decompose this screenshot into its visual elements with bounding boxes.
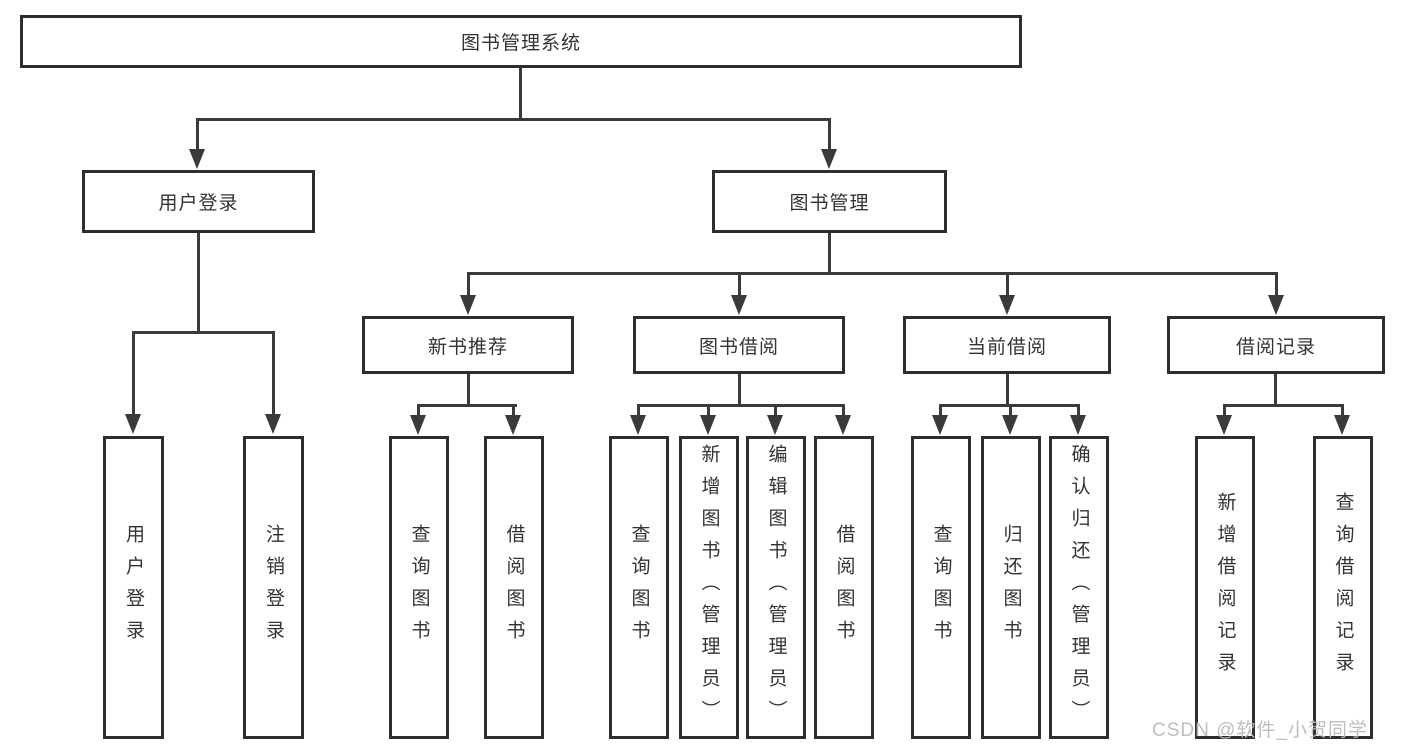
csdn-watermark: CSDN @软件_小贺同学 bbox=[1152, 720, 1368, 741]
edge-currentgrp-stub bbox=[1006, 374, 1009, 406]
leaf-query-books-3: 查询图书 bbox=[911, 436, 971, 739]
arrowhead-records bbox=[1268, 295, 1284, 315]
edge-userlogin-stub bbox=[197, 233, 200, 333]
node-user-login: 用户登录 bbox=[82, 170, 315, 233]
leaf-return-books: 归还图书 bbox=[981, 436, 1041, 739]
edge-borrowgrp-rail bbox=[637, 404, 845, 407]
arrowhead-query-record bbox=[1334, 415, 1350, 435]
edge-userlogin-rail bbox=[132, 331, 275, 334]
leaf-borrow-books-1: 借阅图书 bbox=[484, 436, 544, 739]
node-label: 用户登录 bbox=[123, 523, 144, 652]
edge-recordsgrp-stub bbox=[1274, 374, 1277, 406]
edge-drop-borrow bbox=[738, 272, 741, 296]
leaf-borrow-books-2: 借阅图书 bbox=[814, 436, 874, 739]
edge-drop-user-login bbox=[196, 118, 199, 150]
edge-drop-records bbox=[1275, 272, 1278, 296]
node-label: 查询图书 bbox=[408, 523, 430, 652]
node-root-library-system: 图书管理系统 bbox=[20, 15, 1022, 68]
node-label: 当前借阅 bbox=[966, 336, 1047, 358]
node-label: 用户登录 bbox=[158, 193, 239, 214]
edge-drop-leaf-logout bbox=[272, 331, 275, 415]
node-book-management: 图书管理 bbox=[712, 170, 947, 233]
arrowhead-borrow2 bbox=[835, 415, 851, 435]
node-label: 借阅图书 bbox=[503, 523, 525, 652]
node-new-book-recommend: 新书推荐 bbox=[362, 316, 574, 374]
node-book-borrow: 图书借阅 bbox=[633, 316, 845, 374]
leaf-logout: 注销登录 bbox=[243, 436, 304, 739]
arrowhead-current bbox=[999, 295, 1015, 315]
edge-recommend-rail bbox=[417, 404, 517, 407]
edge-drop-book-mgmt bbox=[828, 118, 831, 150]
edge-bookmgmt-rail bbox=[467, 272, 1278, 275]
edge-drop-query3 bbox=[939, 404, 942, 416]
edge-root-stub bbox=[519, 68, 522, 120]
node-label: 图书管理 bbox=[789, 193, 870, 214]
node-label: 编辑图书（管理员） bbox=[765, 443, 787, 732]
edge-drop-recommend bbox=[467, 272, 470, 296]
node-label: 归还图书 bbox=[1000, 523, 1022, 652]
leaf-query-books-2: 查询图书 bbox=[609, 436, 669, 739]
arrowhead-query3 bbox=[932, 415, 948, 435]
edge-drop-query2 bbox=[637, 404, 640, 416]
leaf-add-borrow-record: 新增借阅记录 bbox=[1195, 436, 1255, 739]
node-label: 借阅记录 bbox=[1235, 336, 1316, 358]
node-borrow-records: 借阅记录 bbox=[1167, 316, 1385, 374]
arrowhead-leaf-login bbox=[125, 414, 141, 434]
arrowhead-borrow1 bbox=[505, 415, 521, 435]
node-label: 新增借阅记录 bbox=[1214, 491, 1236, 684]
arrowhead-confirm-return bbox=[1070, 415, 1086, 435]
edge-borrowgrp-stub bbox=[738, 374, 741, 406]
edge-drop-borrow1 bbox=[512, 404, 515, 416]
edge-bookmgmt-stub bbox=[828, 233, 831, 275]
node-label: 新增图书（管理员） bbox=[698, 443, 720, 732]
node-label: 确认归还（管理员） bbox=[1068, 443, 1090, 732]
node-label: 查询图书 bbox=[930, 523, 952, 652]
arrowhead-query1 bbox=[410, 415, 426, 435]
arrowhead-query2 bbox=[630, 415, 646, 435]
node-label: 查询图书 bbox=[628, 523, 650, 652]
leaf-query-books-1: 查询图书 bbox=[389, 436, 449, 739]
leaf-query-borrow-record: 查询借阅记录 bbox=[1313, 436, 1373, 739]
leaf-user-login: 用户登录 bbox=[103, 436, 164, 739]
edge-drop-borrow2 bbox=[842, 404, 845, 416]
leaf-add-books-admin: 新增图书（管理员） bbox=[679, 436, 739, 739]
arrowhead-add-record bbox=[1216, 415, 1232, 435]
edge-drop-current bbox=[1006, 272, 1009, 296]
edge-recordsgrp-rail bbox=[1223, 404, 1344, 407]
edge-drop-confirm-return bbox=[1077, 404, 1080, 416]
edge-drop-return bbox=[1009, 404, 1012, 416]
arrowhead-leaf-logout bbox=[265, 414, 281, 434]
arrowhead-book-mgmt bbox=[821, 149, 837, 169]
edge-drop-query-record bbox=[1341, 404, 1344, 416]
node-label: 新书推荐 bbox=[427, 336, 508, 358]
arrowhead-add-books bbox=[700, 415, 716, 435]
arrowhead-user-login bbox=[189, 149, 205, 169]
edge-drop-query1 bbox=[417, 404, 420, 416]
edge-drop-edit-books bbox=[774, 404, 777, 416]
arrowhead-return bbox=[1002, 415, 1018, 435]
node-label: 查询借阅记录 bbox=[1332, 491, 1354, 684]
node-label: 注销登录 bbox=[263, 523, 284, 652]
node-label: 图书借阅 bbox=[698, 336, 779, 358]
leaf-confirm-return-admin: 确认归还（管理员） bbox=[1049, 436, 1109, 739]
node-current-borrow: 当前借阅 bbox=[903, 316, 1111, 374]
arrowhead-recommend bbox=[460, 295, 476, 315]
edge-recommend-stub bbox=[467, 374, 470, 406]
edge-drop-add-books bbox=[707, 404, 710, 416]
arrowhead-edit-books bbox=[767, 415, 783, 435]
edge-root-rail bbox=[196, 118, 831, 121]
leaf-edit-books-admin: 编辑图书（管理员） bbox=[746, 436, 806, 739]
node-label: 图书管理系统 bbox=[460, 33, 581, 54]
arrowhead-borrow bbox=[731, 295, 747, 315]
edge-drop-add-record bbox=[1223, 404, 1226, 416]
node-label: 借阅图书 bbox=[833, 523, 855, 652]
edge-drop-leaf-login bbox=[132, 331, 135, 415]
